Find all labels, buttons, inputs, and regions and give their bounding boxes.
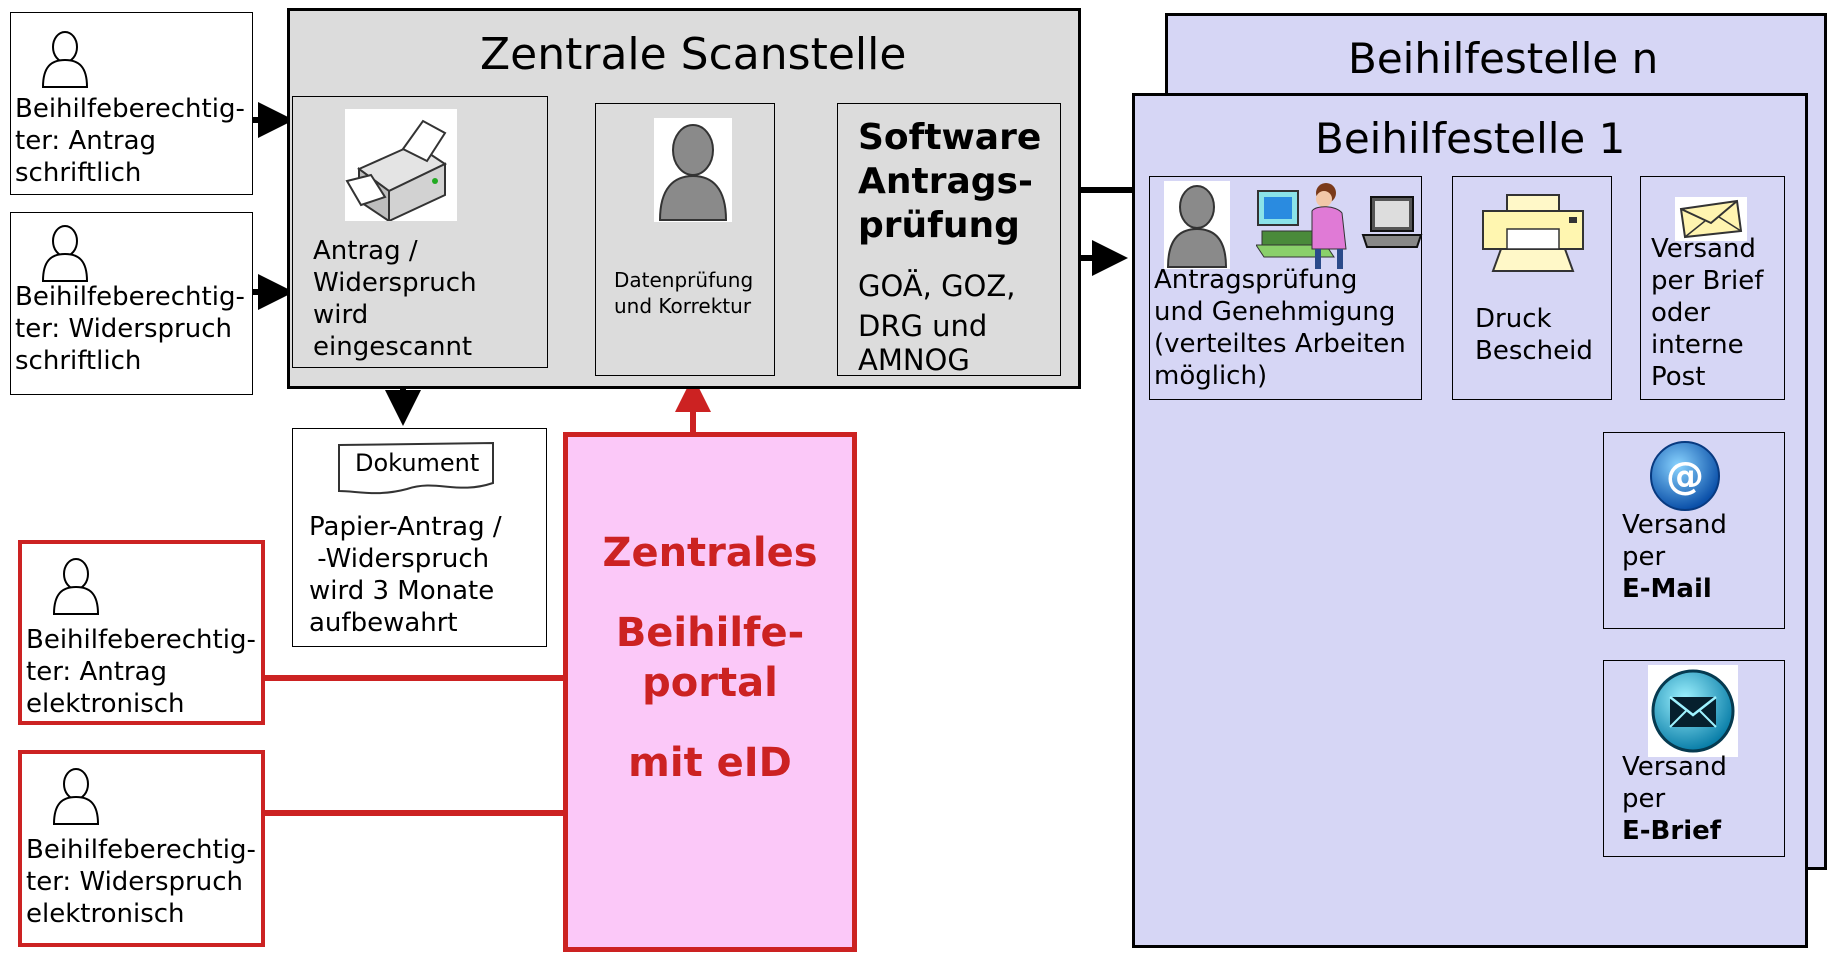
box-widerspruch-schriftlich: Beihilfeberechtig- ter: Widerspruch schr… xyxy=(10,212,253,395)
label-line: ter: Widerspruch xyxy=(26,867,243,897)
versand-ebrief-bold: E-Brief xyxy=(1622,816,1722,846)
label-line: Beihilfeberechtig- xyxy=(26,625,256,655)
software-title-line: Software xyxy=(858,117,1042,158)
scan-step-line: Widerspruch xyxy=(313,268,477,298)
beihilfestelle-n-title: Beihilfestelle n xyxy=(1348,34,1659,83)
pruefung-line: und Genehmigung xyxy=(1154,297,1396,327)
person-operator-icon xyxy=(654,118,732,222)
laptop-icon xyxy=(1361,196,1423,248)
pruefung-line: möglich) xyxy=(1154,361,1268,391)
portal-line: Beihilfe- xyxy=(615,610,805,656)
label-line: Beihilfeberechtig- xyxy=(15,282,245,312)
document-line: Papier-Antrag / xyxy=(309,512,502,542)
versand-post-line: Post xyxy=(1651,362,1706,392)
document-shape-icon xyxy=(338,441,494,495)
portal-line: Zentrales xyxy=(602,530,818,576)
computer-worker-icon xyxy=(1256,183,1347,269)
versand-email-box: @ Versand per E-Mail xyxy=(1603,432,1785,629)
versand-post-box: Versand per Brief oder interne Post xyxy=(1640,176,1785,400)
label-line: ter: Antrag xyxy=(15,126,157,156)
software-sub-line: DRG und xyxy=(858,309,988,343)
label-line: Beihilfeberechtig- xyxy=(26,835,256,865)
beihilfestelle-1-title: Beihilfestelle 1 xyxy=(1315,114,1626,163)
label-line: schriftlich xyxy=(15,346,142,376)
scan-step-line: Antrag / xyxy=(313,236,418,266)
document-line: aufbewahrt xyxy=(309,608,458,638)
versand-post-line: oder xyxy=(1651,298,1711,328)
label-line: Beihilfeberechtig- xyxy=(15,94,245,124)
check-step-line: Datenprüfung xyxy=(614,268,754,292)
versand-email-line: Versand xyxy=(1622,510,1727,540)
software-sub-line: GOÄ, GOZ, xyxy=(858,269,1016,303)
software-sub-line: AMNOG xyxy=(858,343,970,377)
versand-ebrief-line: Versand xyxy=(1622,752,1727,782)
check-step-box: Datenprüfung und Korrektur xyxy=(595,103,775,376)
versand-email-line: per xyxy=(1622,542,1666,572)
versand-post-line: per Brief xyxy=(1651,266,1764,296)
pruefung-line: Antragsprüfung xyxy=(1154,265,1358,295)
box-antrag-elektronisch: Beihilfeberechtig- ter: Antrag elektroni… xyxy=(18,540,265,725)
software-box: Software Antrags- prüfung GOÄ, GOZ, DRG … xyxy=(837,103,1061,377)
pruefung-line: (verteiltes Arbeiten xyxy=(1154,329,1406,359)
label-line: ter: Antrag xyxy=(26,657,168,687)
druck-box: Druck Bescheid xyxy=(1452,176,1612,400)
person-icon xyxy=(52,558,100,615)
label-line: elektronisch xyxy=(26,899,185,929)
druck-line: Bescheid xyxy=(1475,336,1593,366)
printer-icon xyxy=(1482,194,1584,272)
scan-step-line: eingescannt xyxy=(313,332,473,362)
box-widerspruch-elektronisch: Beihilfeberechtig- ter: Widerspruch elek… xyxy=(18,750,265,947)
druck-line: Druck xyxy=(1475,304,1552,334)
document-line: wird 3 Monate xyxy=(309,576,495,606)
versand-post-line: interne xyxy=(1651,330,1744,360)
pruefung-box: Antragsprüfung und Genehmigung (verteilt… xyxy=(1149,176,1423,400)
svg-text:@: @ xyxy=(1666,454,1704,498)
scanner-icon xyxy=(345,109,457,221)
document-label: Dokument xyxy=(355,449,480,477)
versand-email-bold: E-Mail xyxy=(1622,574,1712,604)
document-box: Dokument Papier-Antrag / -Widerspruch wi… xyxy=(292,428,547,647)
versand-ebrief-line: per xyxy=(1622,784,1666,814)
scanstelle-title: Zentrale Scanstelle xyxy=(480,29,907,80)
software-title-line: Antrags- xyxy=(858,161,1033,202)
software-title-line: prüfung xyxy=(858,205,1020,246)
label-line: schriftlich xyxy=(15,158,142,188)
scan-step-line: wird xyxy=(313,300,369,330)
envelope-icon xyxy=(1675,197,1747,241)
versand-post-line: Versand xyxy=(1651,234,1756,264)
portal-line: mit eID xyxy=(628,740,792,786)
person-operator-icon xyxy=(1164,181,1230,269)
label-line: ter: Widerspruch xyxy=(15,314,232,344)
person-icon xyxy=(41,225,89,282)
scan-step-box: Antrag / Widerspruch wird eingescannt xyxy=(292,96,548,368)
person-icon xyxy=(41,31,89,88)
at-email-icon: @ xyxy=(1650,441,1720,511)
label-line: elektronisch xyxy=(26,689,185,719)
portal-line: portal xyxy=(642,660,778,706)
portal-box: Zentrales Beihilfe- portal mit eID xyxy=(563,432,857,952)
versand-ebrief-box: Versand per E-Brief xyxy=(1603,660,1785,857)
check-step-line: und Korrektur xyxy=(614,294,752,318)
ebrief-envelope-icon xyxy=(1648,665,1738,757)
person-icon xyxy=(52,768,100,825)
box-antrag-schriftlich: Beihilfeberechtig- ter: Antrag schriftli… xyxy=(10,12,253,195)
document-line: -Widerspruch xyxy=(309,544,490,574)
